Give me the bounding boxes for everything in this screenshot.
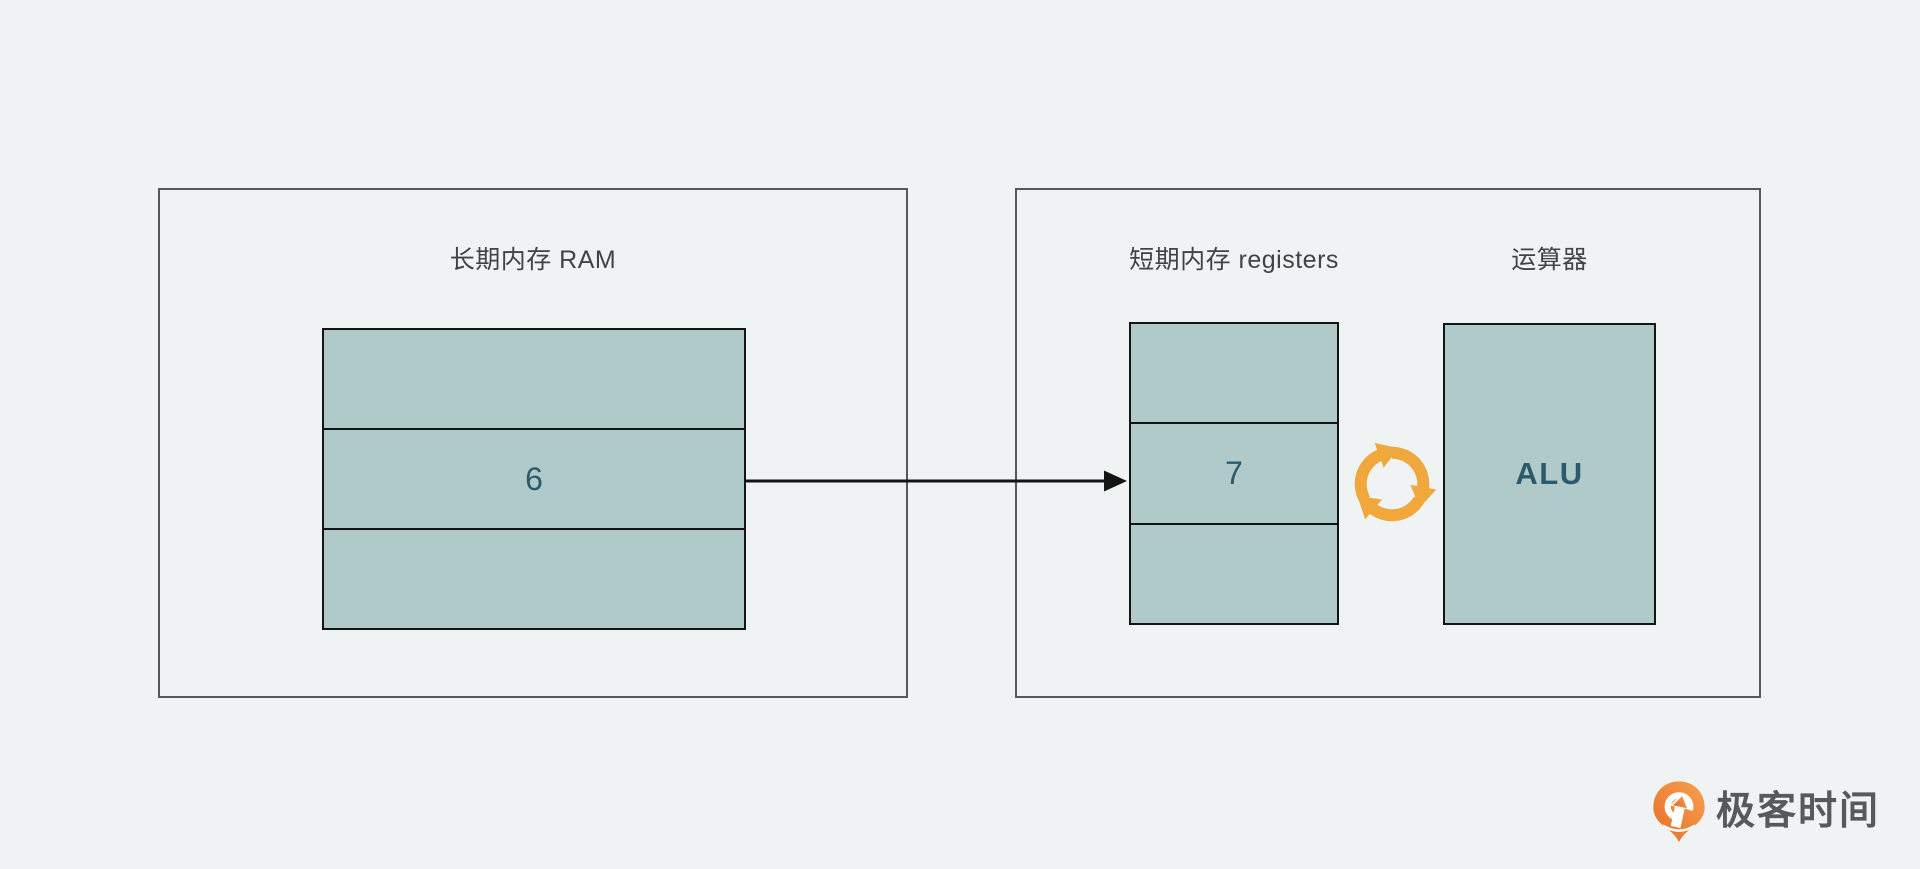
- registers-title: 短期内存 registers: [1129, 246, 1339, 274]
- register-cell: [1131, 522, 1337, 623]
- register-stack: 7: [1129, 322, 1339, 625]
- ram-cell: [324, 528, 744, 628]
- alu-title: 运算器: [1511, 246, 1588, 274]
- sync-arrows-icon: [1354, 442, 1437, 522]
- ram-stack: 6: [322, 328, 746, 630]
- ram-panel: [158, 188, 908, 698]
- ram-cell-value: 6: [324, 428, 744, 528]
- register-cell-value: 7: [1131, 422, 1337, 522]
- ram-panel-title: 长期内存 RAM: [449, 246, 617, 274]
- cpu-panel: [1015, 188, 1761, 698]
- alu-box: ALU: [1443, 323, 1656, 625]
- alu-label: ALU: [1515, 456, 1584, 491]
- register-cell: [1131, 324, 1337, 422]
- brand-logo: 极客时间: [1652, 780, 1880, 844]
- brand-name: 极客时间: [1716, 790, 1881, 833]
- ram-cell: [324, 330, 744, 428]
- geektime-pin-icon: [1653, 781, 1705, 843]
